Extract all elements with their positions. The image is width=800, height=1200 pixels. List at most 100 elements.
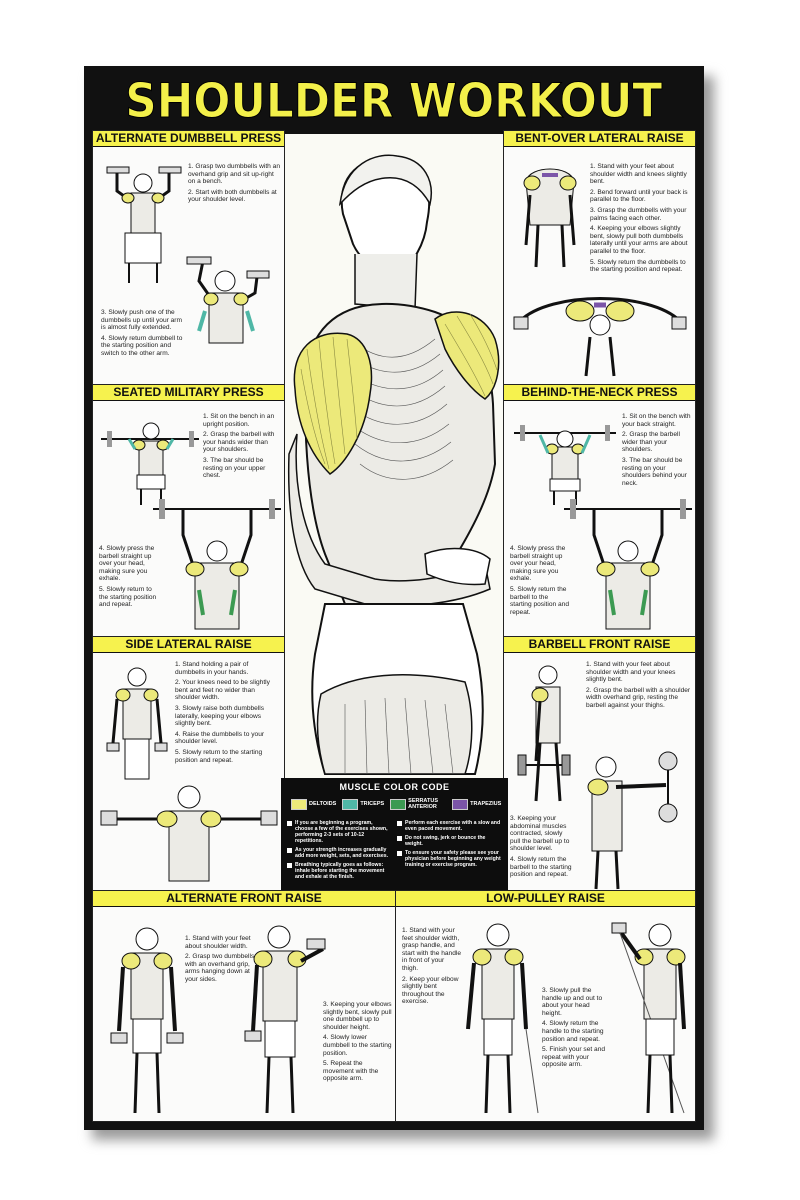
step: 1. Stand with your feet about shoulder w… bbox=[185, 935, 251, 950]
exercise-figure bbox=[106, 667, 168, 780]
steps-b: 3. Slowly pull the handle up and out to … bbox=[542, 987, 606, 1072]
panel-title: SIDE LATERAL RAISE bbox=[93, 637, 284, 653]
tip: As your strength increases gradually add… bbox=[287, 847, 391, 859]
steps-bottom: 3. Keeping your elbows slightly bent, sl… bbox=[323, 1001, 393, 1086]
step: 1. Grasp two dumbbells with an overhand … bbox=[188, 163, 280, 186]
poster-title: SHOULDER WORKOUT bbox=[125, 73, 663, 129]
panel-alternate-dumbbell-press: ALTERNATE DUMBBELL PRESS 1. Grasp two du… bbox=[92, 130, 285, 385]
exercise-figure bbox=[186, 256, 270, 344]
panel-title: BEHIND-THE-NECK PRESS bbox=[504, 385, 695, 401]
anatomy-illustration bbox=[287, 154, 500, 775]
step: 1. Stand holding a pair of dumbbells in … bbox=[175, 661, 249, 676]
step: 4. Slowly lower dumbbell to the starting… bbox=[323, 1034, 392, 1057]
steps-bottom: 3. Slowly push one of the dumbbells up u… bbox=[101, 309, 185, 361]
panel-barbell-front-raise: BARBELL FRONT RAISE 1. Stand with your f… bbox=[503, 636, 696, 898]
step: 4. Slowly press the barbell straight up … bbox=[99, 545, 155, 583]
exercise-figure bbox=[110, 927, 184, 1114]
panel-title: BARBELL FRONT RAISE bbox=[504, 637, 695, 653]
step: 1. Stand with your feet about shoulder w… bbox=[590, 163, 687, 186]
step: 5. Repeat the movement with the opposite… bbox=[323, 1060, 379, 1083]
legend-item-serratus: SERRATUS ANTERIOR bbox=[390, 798, 446, 810]
step: 3. Keeping your abdominal muscles contra… bbox=[510, 815, 570, 853]
panel-side-lateral-raise: SIDE LATERAL RAISE 1. Stand holding a pa… bbox=[92, 636, 285, 898]
legend-label: TRICEPS bbox=[360, 801, 385, 807]
tips-right: Perform each exercise with a slow and ev… bbox=[397, 820, 503, 871]
panel-title: LOW-PULLEY RAISE bbox=[396, 891, 695, 907]
exercise-figure bbox=[100, 785, 278, 882]
step: 2. Your knees need to be slightly bent a… bbox=[175, 679, 270, 702]
step: 2. Grasp the barbell with a shoulder wid… bbox=[586, 686, 691, 709]
step: 2. Keep your elbow slightly bent through… bbox=[402, 975, 459, 1006]
step: 3. Slowly pull the handle up and out to … bbox=[542, 987, 603, 1017]
steps-top: 1. Stand with your feet about shoulder w… bbox=[586, 661, 692, 713]
step: 5. Slowly return to the starting positio… bbox=[99, 585, 157, 609]
steps-top: 1. Stand with your feet about shoulder w… bbox=[185, 935, 255, 987]
panel-seated-military-press: SEATED MILITARY PRESS 1. Sit on the benc… bbox=[92, 384, 285, 637]
legend-swatch bbox=[390, 798, 407, 810]
legend-label: SERRATUS ANTERIOR bbox=[408, 798, 439, 810]
muscle-code-title: MUSCLE COLOR CODE bbox=[339, 782, 450, 792]
step: 4. Slowly return dumbbell to the startin… bbox=[101, 334, 183, 357]
steps-bottom: 4. Slowly press the barbell straight up … bbox=[510, 545, 570, 619]
step: 5. Slowly return the barbell to the star… bbox=[510, 585, 570, 616]
step: 1. Sit on the bench with your back strai… bbox=[622, 413, 691, 428]
exercise-figure bbox=[523, 168, 577, 268]
steps-list: 1. Stand with your feet about shoulder w… bbox=[590, 163, 694, 277]
step: 3. Slowly raise both dumbbells laterally… bbox=[175, 704, 265, 728]
panel-behind-the-neck-press: BEHIND-THE-NECK PRESS 1. Sit on the benc… bbox=[503, 384, 696, 637]
step: 2. Start with both dumbbells at your sho… bbox=[188, 188, 277, 204]
legend-item-trapezius: TRAPEZIUS bbox=[452, 798, 501, 810]
steps-top: 1. Grasp two dumbbells with an overhand … bbox=[188, 163, 280, 207]
step: 4. Slowly return the handle to the start… bbox=[542, 1020, 604, 1043]
steps-bottom: 4. Slowly press the barbell straight up … bbox=[99, 545, 157, 612]
step: 3. Keeping your elbows slightly bent, sl… bbox=[323, 1001, 392, 1031]
exercise-figure bbox=[564, 499, 692, 630]
steps-bottom: 3. Keeping your abdominal muscles contra… bbox=[510, 815, 574, 882]
panel-low-pulley-raise: LOW-PULLEY RAISE 1. Stand with your feet… bbox=[395, 890, 696, 1122]
steps-a: 1. Stand with your feet shoulder width, … bbox=[402, 927, 462, 1009]
panel-alternate-front-raise: ALTERNATE FRONT RAISE 1. Stand with your… bbox=[92, 890, 396, 1122]
step: 3. The bar should be resting on your upp… bbox=[203, 456, 266, 480]
step: 5. Finish your set and repeat with your … bbox=[542, 1046, 606, 1069]
legend-swatch bbox=[452, 798, 469, 810]
panel-title: ALTERNATE DUMBBELL PRESS bbox=[93, 131, 284, 147]
step: 4. Raise the dumbbells to your shoulder … bbox=[175, 730, 265, 746]
tip: Perform each exercise with a slow and ev… bbox=[397, 820, 503, 832]
steps-top: 1. Sit on the bench with your back strai… bbox=[622, 413, 694, 490]
step: 4. Slowly press the barbell straight up … bbox=[510, 545, 566, 583]
exercise-figure bbox=[611, 922, 686, 1114]
step: 1. Sit on the bench in an upright positi… bbox=[203, 413, 275, 428]
exercise-figure bbox=[153, 499, 281, 630]
panel-title: SEATED MILITARY PRESS bbox=[93, 385, 284, 401]
tip: If you are beginning a program, choose a… bbox=[287, 820, 391, 844]
legend-item-deltoids: DELTOIDS bbox=[291, 798, 336, 810]
exercise-figure bbox=[101, 422, 199, 505]
step: 1. Stand with your feet about shoulder w… bbox=[586, 661, 676, 684]
exercise-figure bbox=[517, 665, 571, 802]
tips-left: If you are beginning a program, choose a… bbox=[287, 820, 391, 883]
muscle-legend: DELTOIDS TRICEPS SERRATUS ANTERIOR TRAPE… bbox=[291, 798, 501, 810]
steps-top: 1. Sit on the bench in an upright positi… bbox=[203, 413, 281, 483]
step: 4. Slowly return the barbell to the star… bbox=[510, 855, 572, 879]
step: 2. Grasp the barbell with your hands wid… bbox=[203, 431, 275, 454]
step: 2. Grasp the barbell wider than your sho… bbox=[622, 431, 680, 454]
step: 1. Stand with your feet shoulder width, … bbox=[402, 927, 462, 972]
legend-swatch bbox=[342, 798, 359, 810]
step: 3. Grasp the dumbbells with your palms f… bbox=[590, 206, 687, 222]
tip: To ensure your safety please see your ph… bbox=[397, 850, 503, 868]
title-bar: SHOULDER WORKOUT bbox=[92, 72, 696, 130]
panel-title: ALTERNATE FRONT RAISE bbox=[93, 891, 395, 907]
step: 5. Slowly return the dumbbells to the st… bbox=[590, 258, 686, 274]
tip: Breathing typically goes as follows: inh… bbox=[287, 862, 391, 880]
step: 2. Bend forward until your back is paral… bbox=[590, 188, 688, 204]
muscle-color-code: MUSCLE COLOR CODE DELTOIDS TRICEPS SERRA… bbox=[281, 778, 508, 890]
steps-list: 1. Stand holding a pair of dumbbells in … bbox=[175, 661, 279, 767]
legend-item-triceps: TRICEPS bbox=[342, 798, 385, 810]
step: 3. Slowly push one of the dumbbells up u… bbox=[101, 309, 182, 332]
step: 5. Slowly return to the starting positio… bbox=[175, 748, 263, 764]
poster: SHOULDER WORKOUT bbox=[84, 66, 704, 1130]
step: 3. The bar should be resting on your sho… bbox=[622, 456, 687, 487]
step: 4. Keeping your elbows slightly bent, sl… bbox=[590, 225, 688, 255]
legend-swatch bbox=[291, 798, 307, 810]
exercise-figure bbox=[587, 751, 678, 890]
